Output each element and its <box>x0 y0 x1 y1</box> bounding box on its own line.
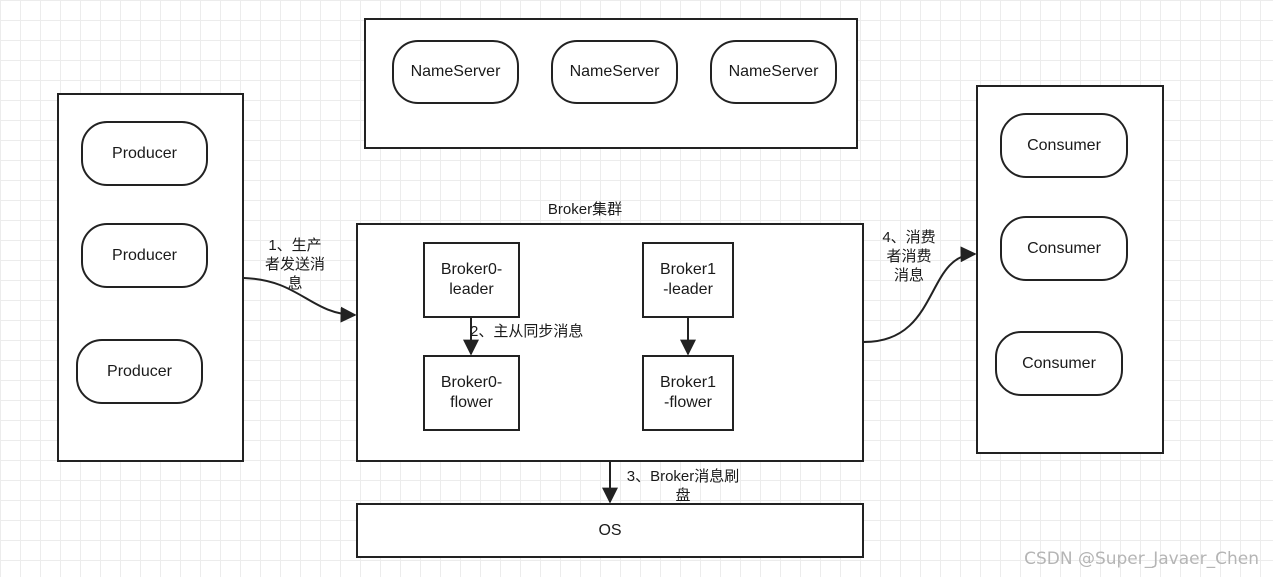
nameserver-node[interactable]: NameServer <box>392 40 519 104</box>
csdn-watermark: CSDN @Super_Javaer_Chen <box>1024 549 1259 569</box>
consumer-node[interactable]: Consumer <box>995 331 1123 396</box>
consume-arrow <box>863 246 977 343</box>
consumer-node[interactable]: Consumer <box>1000 216 1128 281</box>
broker-cluster-title: Broker集群 <box>547 201 623 218</box>
producer-node[interactable]: Producer <box>81 121 208 186</box>
nameserver-node[interactable]: NameServer <box>551 40 678 104</box>
sync-edge-label: 2、主从同步消息 <box>470 323 584 340</box>
flush-edge-label: 3、Broker消息刷 盘 <box>626 468 740 504</box>
broker1-leader-node[interactable]: Broker1 -leader <box>642 242 734 318</box>
broker0-flower-node[interactable]: Broker0- flower <box>423 355 520 431</box>
consumer-node[interactable]: Consumer <box>1000 113 1128 178</box>
nameserver-node[interactable]: NameServer <box>710 40 837 104</box>
produce-arrow <box>243 277 357 323</box>
consume-edge-label: 4、消费 者消费 消息 <box>882 229 936 284</box>
produce-edge-label: 1、生产 者发送消 息 <box>264 237 325 292</box>
os-box[interactable]: OS <box>356 503 864 558</box>
producer-node[interactable]: Producer <box>76 339 203 404</box>
producer-node[interactable]: Producer <box>81 223 208 288</box>
broker1-flower-node[interactable]: Broker1 -flower <box>642 355 734 431</box>
broker0-leader-node[interactable]: Broker0- leader <box>423 242 520 318</box>
